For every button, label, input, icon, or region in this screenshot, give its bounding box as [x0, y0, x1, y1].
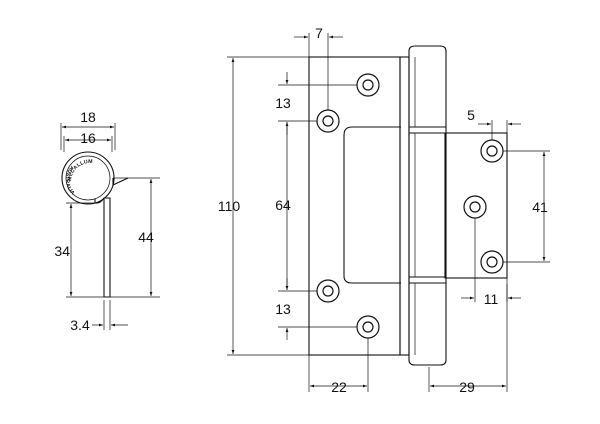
dim-3-4-label: 3.4 — [70, 317, 90, 333]
side-view: McCALLUM AUSTRALIA 18 16 34 44 — [54, 109, 160, 333]
dim-13-bottom-label: 13 — [275, 301, 291, 317]
dim-22: 22 — [308, 338, 369, 395]
dim-44: 44 — [110, 177, 160, 298]
dim-18-label: 18 — [80, 109, 96, 125]
screw-hole — [316, 279, 340, 303]
dim-41: 41 — [503, 150, 550, 263]
dim-7-label: 7 — [315, 25, 323, 41]
dim-34-label: 34 — [54, 243, 70, 259]
dim-110: 110 — [218, 56, 309, 356]
dim-13-bottom: 13 — [275, 278, 357, 340]
dim-16-label: 16 — [80, 130, 96, 146]
screw-hole — [480, 139, 504, 163]
screw-hole — [316, 109, 340, 133]
dim-64-label: 64 — [275, 197, 291, 213]
left-leaf — [308, 56, 401, 356]
dim-7: 7 — [294, 25, 343, 110]
dim-16: 16 — [63, 130, 113, 152]
dim-41-label: 41 — [532, 199, 548, 215]
dim-11-label: 11 — [484, 291, 499, 307]
dim-34: 34 — [54, 202, 104, 298]
dim-3-4: 3.4 — [70, 300, 128, 333]
dim-5-label: 5 — [467, 107, 475, 123]
dim-110-label: 110 — [218, 198, 241, 214]
knuckle-barrel — [399, 45, 447, 366]
screw-hole — [356, 315, 380, 339]
screw-hole — [463, 195, 487, 219]
front-view: 7 13 64 13 110 — [218, 25, 550, 395]
screw-hole — [480, 250, 504, 274]
dim-29-label: 29 — [459, 379, 475, 395]
leaf-profile — [94, 197, 111, 298]
leaf-cutout — [343, 126, 401, 284]
dim-64: 64 — [275, 122, 317, 292]
dim-5: 5 — [467, 107, 521, 140]
right-leaf — [444, 132, 508, 279]
dim-22-label: 22 — [331, 379, 347, 395]
screw-hole — [356, 73, 380, 97]
dim-44-label: 44 — [138, 229, 154, 245]
dim-13-top: 13 — [275, 72, 357, 135]
dim-11: 11 — [461, 218, 521, 307]
dim-13-top-label: 13 — [275, 95, 291, 111]
dim-18: 18 — [60, 109, 116, 150]
